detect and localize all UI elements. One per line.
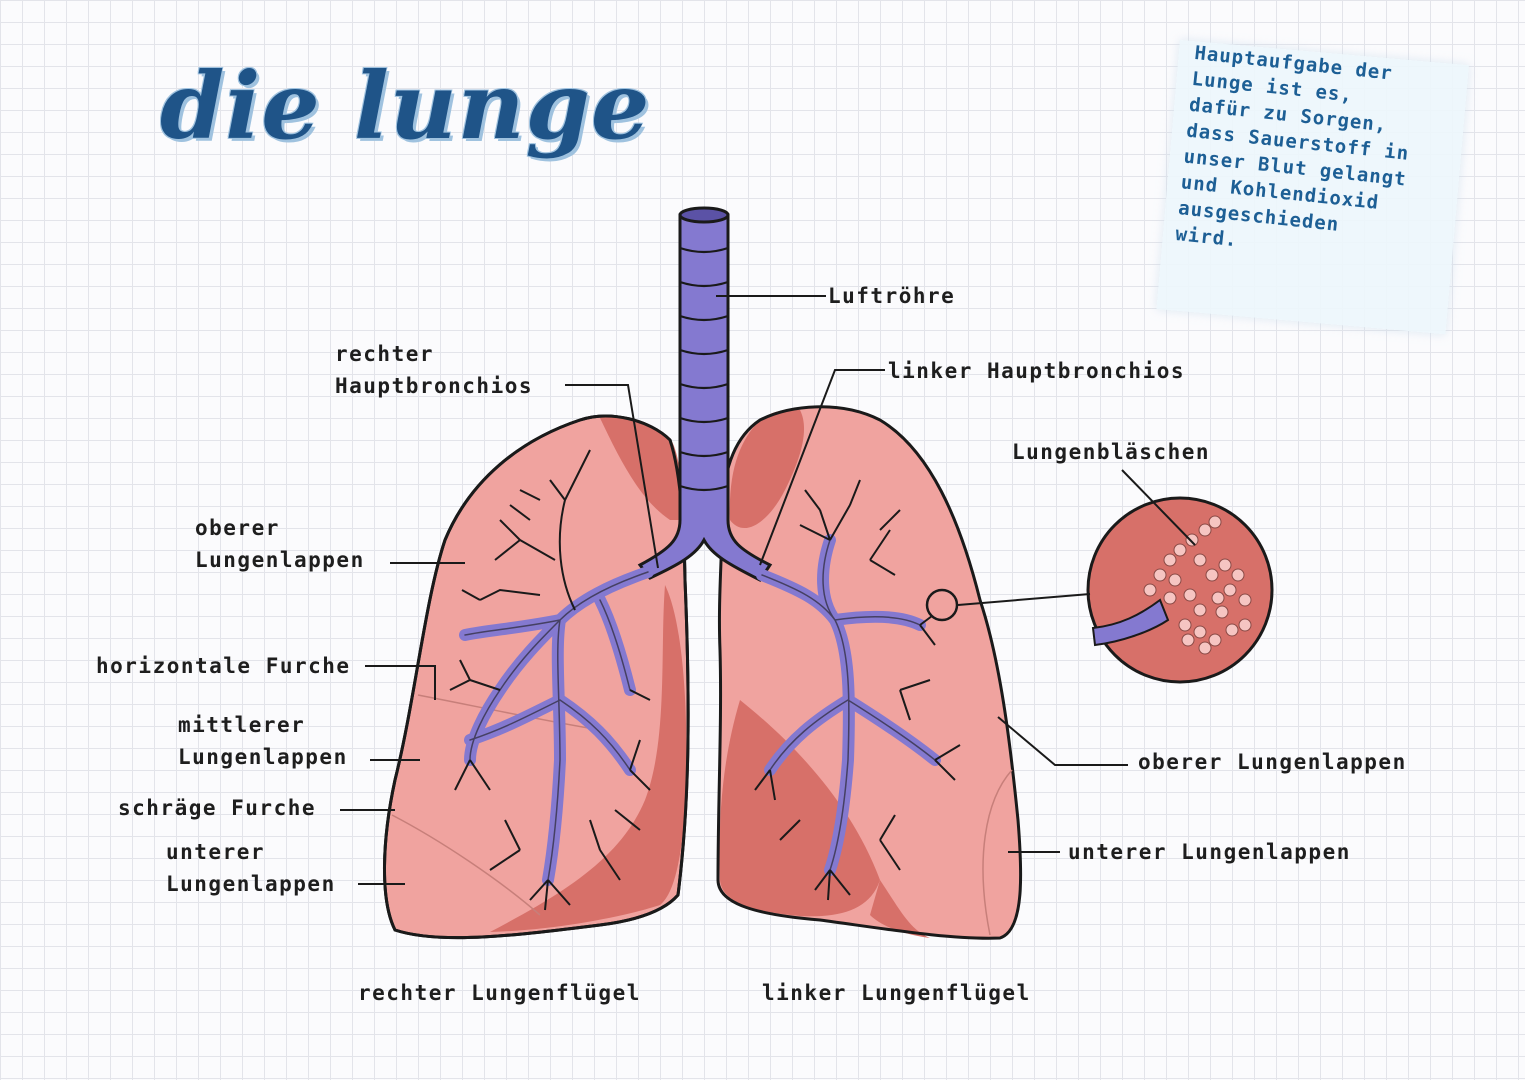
label-rechter-hauptbronchios: rechter Hauptbronchios bbox=[335, 342, 534, 398]
left-bronchial-tree bbox=[754, 479, 961, 901]
page-title: die lunge bbox=[160, 52, 651, 160]
label-rechts-oberer-lungenlappen: oberer Lungenlappen bbox=[195, 516, 365, 572]
label-schraege-furche: schräge Furche bbox=[118, 796, 317, 820]
label-horizontale-furche: horizontale Furche bbox=[96, 654, 351, 678]
right-bronchial-tree bbox=[449, 449, 654, 911]
label-linker-lungenfluegel: linker Lungenflügel bbox=[762, 981, 1031, 1005]
label-links-oberer-lungenlappen: oberer Lungenlappen bbox=[1138, 750, 1407, 774]
label-lungenblaeschen: Lungenbläschen bbox=[1012, 440, 1211, 464]
label-linker-hauptbronchios: linker Hauptbronchios bbox=[888, 359, 1186, 383]
label-mittlerer-lungenlappen: mittlerer Lungenlappen bbox=[178, 713, 348, 769]
label-rechter-lungenfluegel: rechter Lungenflügel bbox=[358, 981, 641, 1005]
alveoli-marker bbox=[925, 588, 959, 622]
left-lung bbox=[716, 405, 1023, 940]
leader-lines bbox=[340, 295, 1196, 885]
label-links-unterer-lungenlappen: unterer Lungenlappen bbox=[1068, 840, 1351, 864]
right-lung bbox=[383, 414, 690, 940]
alveoli-zoom bbox=[1086, 496, 1274, 684]
trachea bbox=[637, 206, 773, 582]
label-luftroehre: Luftröhre bbox=[828, 284, 956, 308]
label-rechts-unterer-lungenlappen: unterer Lungenlappen bbox=[166, 840, 336, 896]
